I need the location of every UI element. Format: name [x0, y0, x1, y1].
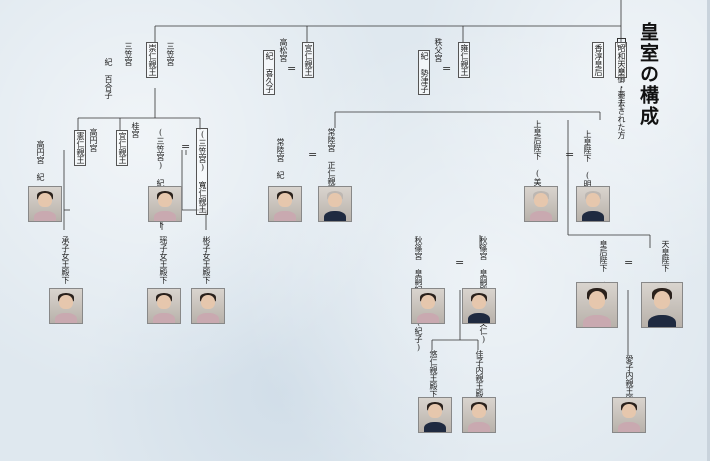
katsura-label: 桂宮 [131, 122, 140, 138]
emeritus-empress-label: 上皇后陛下 (美智子) [533, 120, 542, 211]
katsura-prince-label: 宜仁親王 [116, 130, 128, 166]
emperor-label: 天皇陛下 (徳仁) [661, 240, 670, 315]
legend-text: □崩御・薨去された方 [617, 58, 626, 139]
kako-label: 佳子内親王殿下 [475, 350, 484, 406]
chichibu-wife-label: 紀 勢津子 [418, 50, 430, 95]
empress-label: 皇后陛下 (雅子) [599, 240, 608, 315]
mikasa-wife-title-label: 三笠宮 [166, 42, 175, 66]
aiko-label: 愛子内親王殿下 [625, 355, 634, 411]
emeritus-empress-photo [524, 186, 558, 222]
chart-title: 皇室の構成 [637, 22, 659, 127]
takamatsu-wife-label: 紀 喜久子 [263, 50, 275, 95]
hisahito-label: 悠仁親王殿下 [429, 350, 438, 398]
takamado-label: 高円宮 [89, 128, 98, 152]
mikasa-prince-label: 崇仁親王 [146, 42, 158, 78]
aiko-photo [612, 397, 646, 433]
tsuguko-photo [49, 288, 83, 324]
takamatsu-label: 高松宮 [279, 38, 288, 62]
emeritus-marriage: = [565, 148, 575, 161]
chichibu-label: 秩父宮 [434, 38, 443, 62]
hitachi-photo [318, 186, 352, 222]
hitachi-marriage: = [308, 148, 318, 161]
yoko-photo [147, 288, 181, 324]
takamado-prince-label: 憲仁親王 [74, 130, 86, 166]
hisahito-photo [418, 397, 452, 433]
yoko-label: 瑶子女王殿下 [159, 236, 168, 284]
showa-label: 昭和天皇 [615, 42, 627, 78]
takamatsu-prince-label: 宣仁親王 [302, 42, 314, 78]
akiko-photo [191, 288, 225, 324]
tomohito-marriage: = [181, 140, 191, 153]
tomohito-wife-photo [148, 186, 182, 222]
kojun-label: 香淳皇后 [592, 42, 604, 78]
takamado-wife-photo [28, 186, 62, 222]
emperor-marriage: = [624, 256, 634, 269]
akishino-photo [462, 288, 496, 324]
hitachi-wife-label: 常陸宮 紀 華子殿下 [276, 138, 285, 220]
mikasa-label: 三笠宮 [124, 42, 133, 66]
takamado-wife-label: 高円宮 紀 久子殿下 [36, 140, 45, 222]
akiko-label: 彬子女王殿下 [202, 236, 211, 284]
emeritus-photo [576, 186, 610, 222]
tomohito-wife-label: (三笠宮) 紀 信子殿下 [156, 128, 165, 228]
akishino-marriage: = [455, 256, 465, 269]
kako-photo [462, 397, 496, 433]
emeritus-label: 上皇陛下 (明仁) [583, 130, 592, 205]
tsuguko-label: 承子女王殿下 [61, 236, 70, 284]
tomohito-label: (三笠宮) 寬仁親王 [196, 128, 208, 215]
chichibu-marriage: = [442, 62, 452, 75]
takamatsu-marriage: = [287, 62, 297, 75]
akishino-wife-photo [411, 288, 445, 324]
emperor-photo [641, 282, 683, 328]
hitachi-label: 常陸宮 正仁親王殿下 [327, 128, 336, 209]
hitachi-wife-photo [268, 186, 302, 222]
mikasa-wife-label: 紀 百合子 [104, 58, 113, 99]
chichibu-prince-label: 雍仁親王 [458, 42, 470, 78]
empress-photo [576, 282, 618, 328]
